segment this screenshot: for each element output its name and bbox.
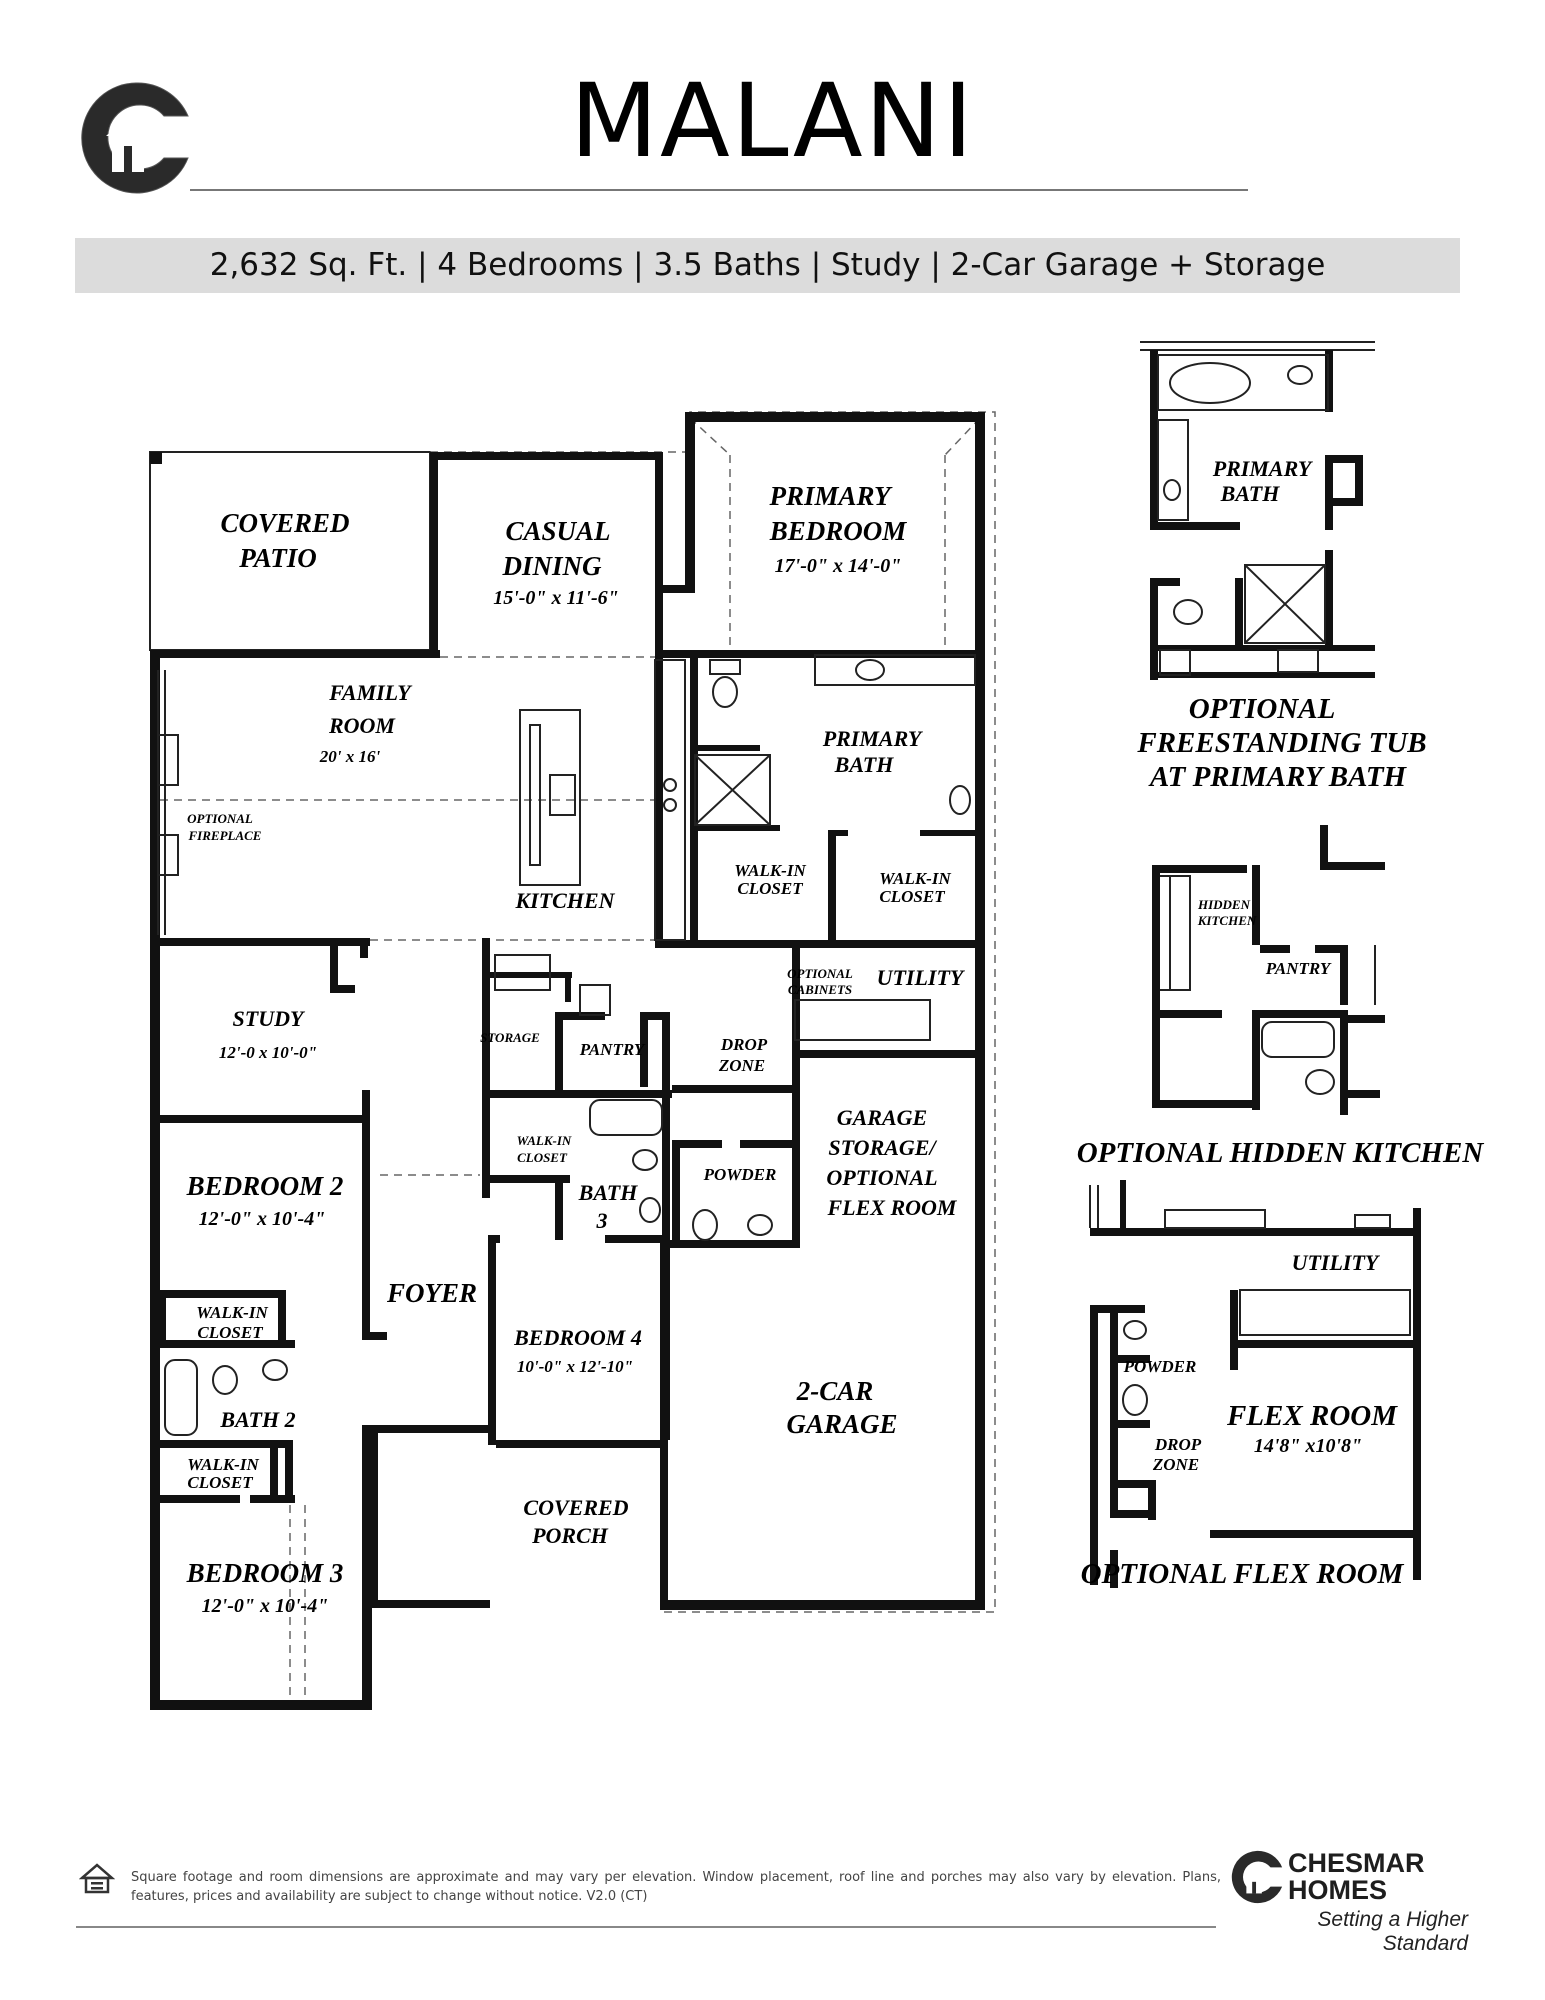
optional-cabinets-label-2: CABINETS <box>788 982 852 997</box>
brand-name-line-1: CHESMAR <box>1288 1848 1425 1878</box>
bath-3-label-1: BATH <box>578 1180 639 1205</box>
walk-in-closet-bath3-b: CLOSET <box>517 1150 568 1165</box>
storage-label: STORAGE <box>480 1030 540 1045</box>
bedroom-4-dim: 10'-0" x 12'-10" <box>517 1357 633 1376</box>
pantry-label: PANTRY <box>579 1040 646 1059</box>
covered-porch-label-1: COVERED <box>523 1495 628 1520</box>
bedroom-4-label: BEDROOM 4 <box>513 1325 642 1350</box>
brand-tagline: Setting a Higher Standard <box>1317 1908 1468 1955</box>
option-tub-title-2: FREESTANDING TUB <box>1136 727 1426 759</box>
garage-storage-label-3: OPTIONAL <box>826 1165 937 1190</box>
covered-patio-label-1: COVERED <box>220 508 349 538</box>
option-tub-room-2: BATH <box>1220 481 1281 506</box>
option-hidden-kitchen-label-1: HIDDEN <box>1197 897 1251 912</box>
family-room-label-1: FAMILY <box>328 680 413 705</box>
walk-in-closet-bed2-b: CLOSET <box>197 1323 263 1342</box>
option-tub-room-1: PRIMARY <box>1212 456 1314 481</box>
option-hidden-kitchen-title: OPTIONAL HIDDEN KITCHEN <box>1077 1137 1485 1169</box>
utility-label: UTILITY <box>877 965 966 990</box>
option-hidden-kitchen: HIDDEN KITCHEN PANTRY OPTIONAL HIDDEN KI… <box>1077 825 1485 1169</box>
option-flex-drop-zone-2: ZONE <box>1152 1455 1199 1474</box>
bath-2-label: BATH 2 <box>219 1407 295 1432</box>
option-flex-powder-label: POWDER <box>1123 1357 1197 1376</box>
garage-storage-label-2: STORAGE/ <box>828 1135 937 1160</box>
casual-dining-label-2: DINING <box>501 551 602 581</box>
disclaimer-text: Square footage and room dimensions are a… <box>131 1870 1221 1904</box>
option-freestanding-tub: PRIMARY BATH OPTIONAL FREESTANDING TUB A… <box>1136 341 1427 793</box>
title-divider <box>190 189 1248 191</box>
primary-bedroom-label-1: PRIMARY <box>768 481 893 511</box>
bedroom-2-label: BEDROOM 2 <box>186 1171 344 1201</box>
optional-cabinets-label-1: OPTIONAL <box>787 966 853 981</box>
walk-in-closet-primary-1b: CLOSET <box>737 879 803 898</box>
walk-in-closet-primary-2b: CLOSET <box>879 887 945 906</box>
study-label: STUDY <box>233 1006 306 1031</box>
family-room-dim: 20' x 16' <box>319 747 381 766</box>
family-room-label-2: ROOM <box>328 713 396 738</box>
chesmar-brand-logo-icon <box>1231 1850 1283 1904</box>
main-plan-walls <box>149 411 996 1710</box>
covered-porch-label-2: PORCH <box>531 1523 609 1548</box>
powder-label: POWDER <box>703 1165 777 1184</box>
option-flex-drop-zone-1: DROP <box>1154 1435 1202 1454</box>
primary-bath-label-1: PRIMARY <box>822 726 924 751</box>
bedroom-2-dim: 12'-0" x 10'-4" <box>199 1208 326 1230</box>
covered-patio-label-2: PATIO <box>238 543 317 573</box>
drop-zone-label-2: ZONE <box>718 1056 765 1075</box>
equal-housing-icon <box>79 1863 115 1894</box>
plumbing-fixtures <box>164 659 971 1436</box>
garage-storage-label-4: FLEX ROOM <box>827 1195 958 1220</box>
option-flex-room: UTILITY POWDER FLEX ROOM 14'8" x10'8" DR… <box>1081 1180 1421 1590</box>
foyer-label: FOYER <box>386 1278 477 1308</box>
walk-in-closet-primary-1a: WALK-IN <box>734 861 806 880</box>
walk-in-closet-bed3-b: CLOSET <box>187 1473 253 1492</box>
two-car-garage-label-1: 2-CAR <box>796 1376 874 1406</box>
brand-block: CHESMAR HOMES Setting a Higher Standard <box>1228 1848 1468 1955</box>
walk-in-closet-bed3-a: WALK-IN <box>187 1455 259 1474</box>
two-car-garage-label-2: GARAGE <box>786 1409 897 1439</box>
room-labels: COVERED PATIO CASUAL DINING 15'-0" x 11'… <box>186 481 966 1617</box>
bedroom-3-label: BEDROOM 3 <box>186 1558 344 1588</box>
study-dim: 12'-0 x 10'-0" <box>219 1043 317 1062</box>
kitchen-label: KITCHEN <box>514 888 615 913</box>
option-flex-room-dim: 14'8" x10'8" <box>1254 1435 1362 1457</box>
walk-in-closet-bed2-a: WALK-IN <box>196 1303 268 1322</box>
brand-name-line-2: HOMES <box>1288 1875 1388 1905</box>
chesmar-logo-icon <box>81 82 189 194</box>
option-flex-room-label: FLEX ROOM <box>1226 1400 1398 1432</box>
bath-3-label-2: 3 <box>596 1208 608 1233</box>
optional-fireplace-label-2: FIREPLACE <box>188 828 262 843</box>
plan-summary: 2,632 Sq. Ft. | 4 Bedrooms | 3.5 Baths |… <box>75 238 1460 293</box>
primary-bath-label-2: BATH <box>834 752 895 777</box>
footer-divider <box>76 1926 1216 1928</box>
option-flex-room-title: OPTIONAL FLEX ROOM <box>1081 1558 1405 1590</box>
option-tub-title-1: OPTIONAL <box>1189 693 1336 725</box>
option-hidden-kitchen-label-2: KITCHEN <box>1197 913 1257 928</box>
primary-bedroom-label-2: BEDROOM <box>769 516 908 546</box>
option-tub-title-3: AT PRIMARY BATH <box>1148 761 1408 793</box>
option-flex-utility-label: UTILITY <box>1292 1250 1381 1275</box>
bedroom-3-dim: 12'-0" x 10'-4" <box>202 1595 329 1617</box>
casual-dining-label-1: CASUAL <box>505 516 610 546</box>
garage-storage-label-1: GARAGE <box>837 1105 927 1130</box>
primary-bedroom-dim: 17'-0" x 14'-0" <box>775 555 902 577</box>
walk-in-closet-primary-2a: WALK-IN <box>879 869 951 888</box>
walk-in-closet-bath3-a: WALK-IN <box>517 1133 572 1148</box>
drop-zone-label-1: DROP <box>720 1035 768 1054</box>
optional-fireplace-label-1: OPTIONAL <box>187 811 253 826</box>
casual-dining-dim: 15'-0" x 11'-6" <box>493 587 619 609</box>
plan-title: MALANI <box>569 62 976 181</box>
option-hidden-pantry-label: PANTRY <box>1265 959 1332 978</box>
